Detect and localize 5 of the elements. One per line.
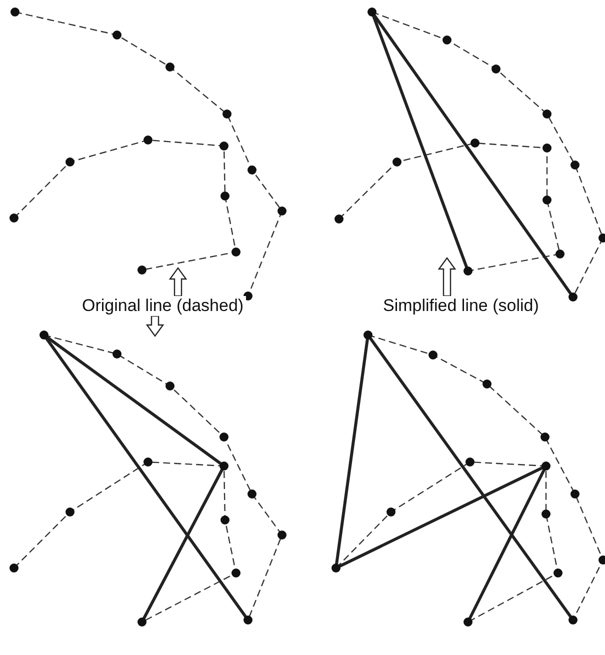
hollow-arrow	[438, 256, 456, 297]
hollow-arrow	[146, 315, 164, 338]
hollow-arrow	[168, 266, 188, 297]
caption-text: Original line (dashed)	[80, 296, 246, 316]
caption-text: Simplified line (solid)	[381, 296, 541, 316]
